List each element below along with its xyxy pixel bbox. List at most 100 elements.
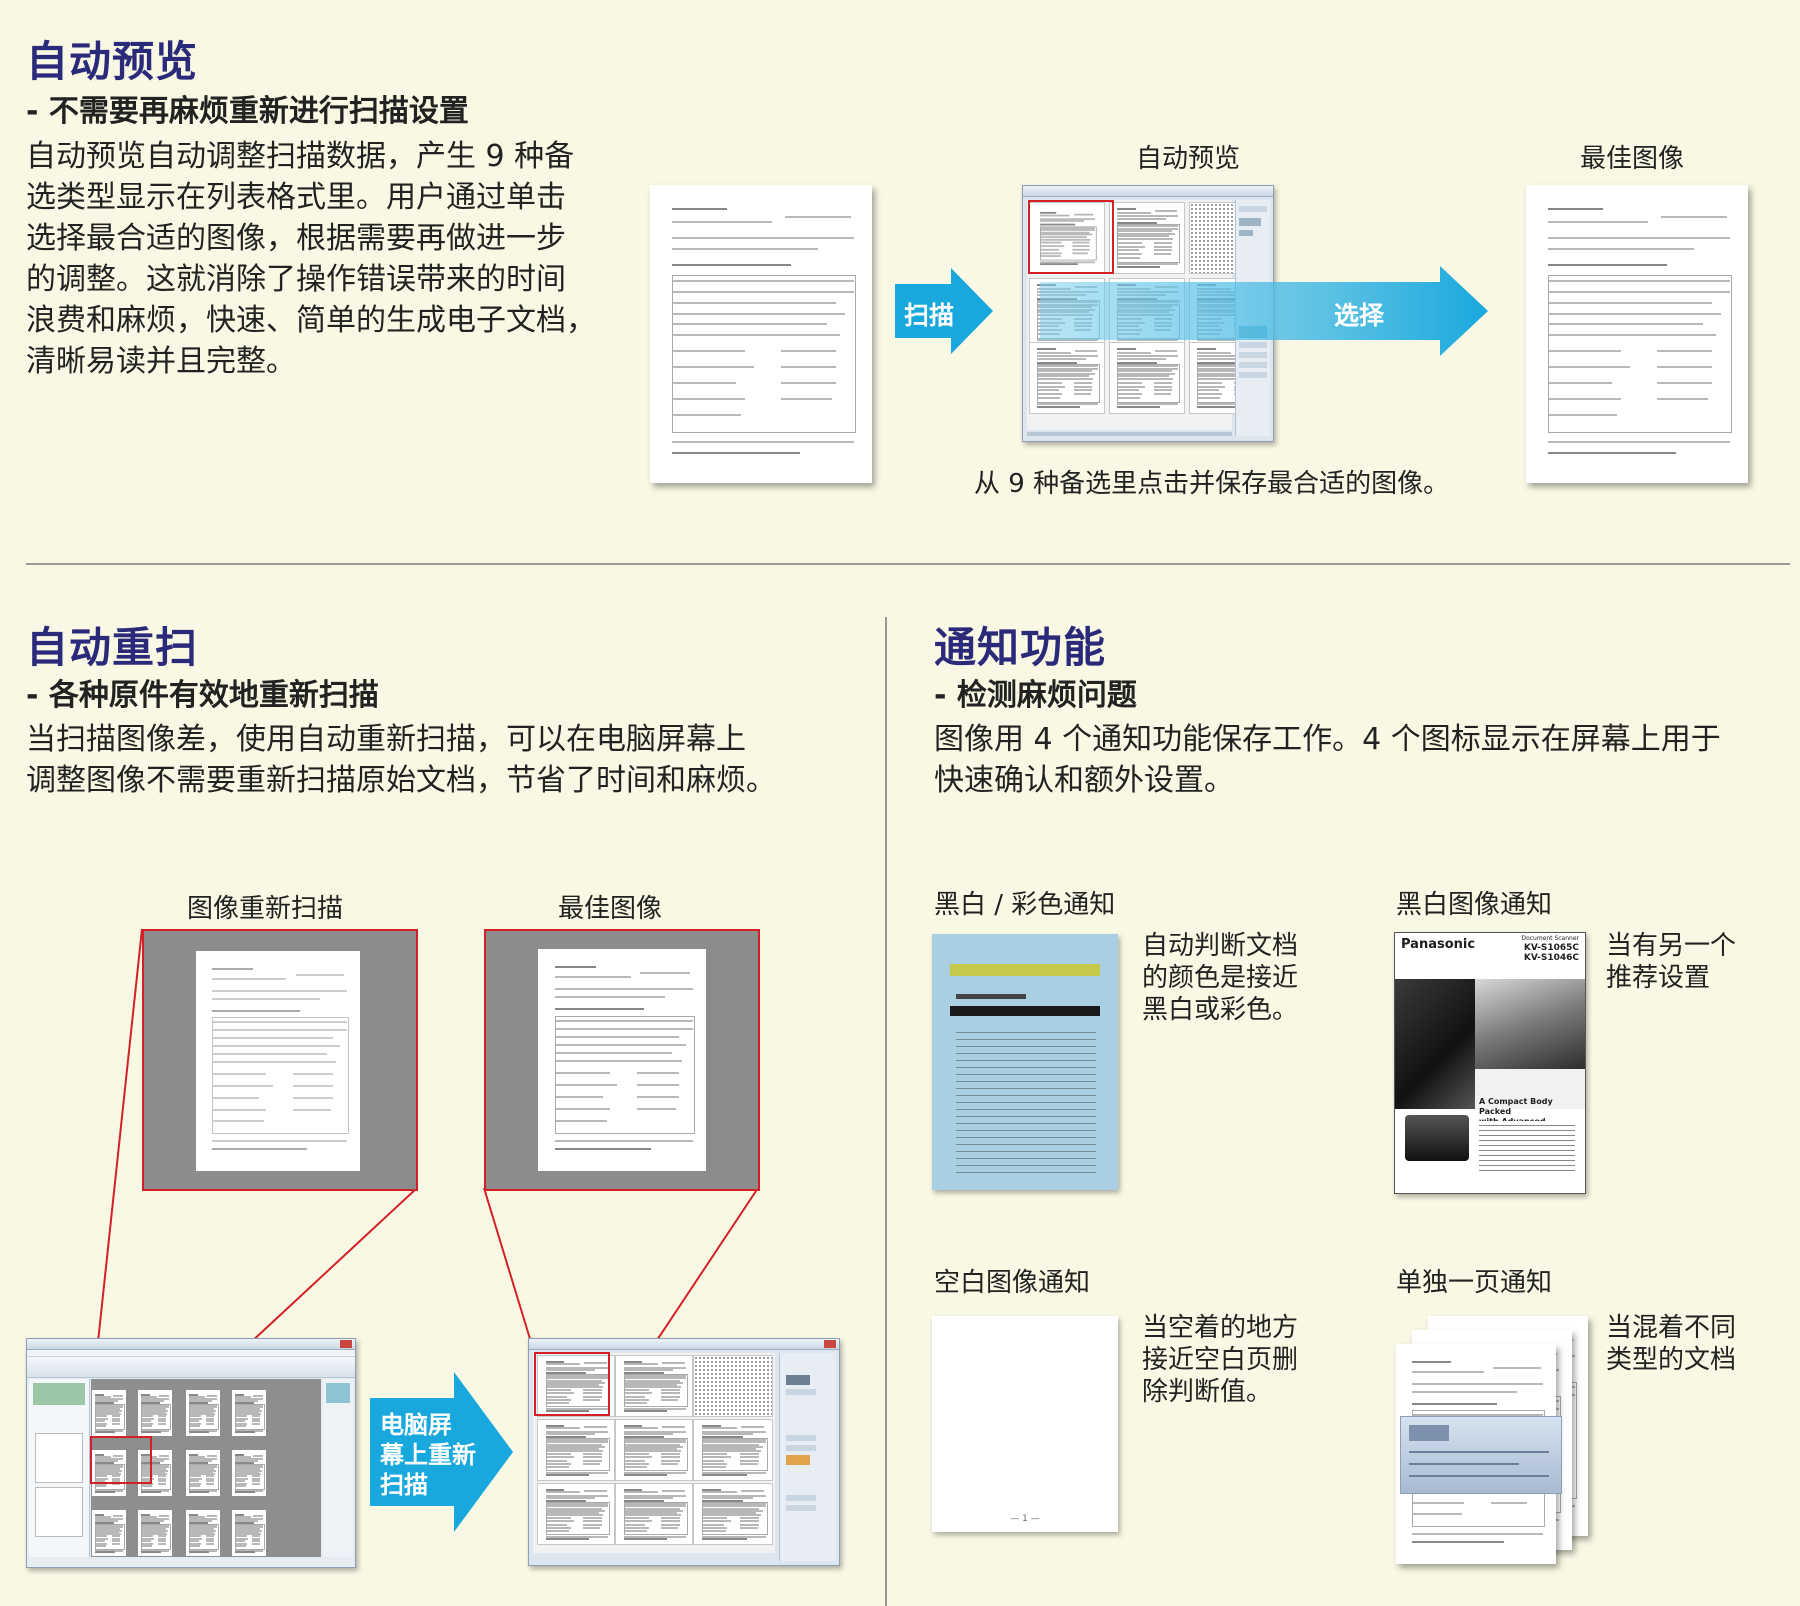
preview-subtitle: - 不需要再麻烦重新进行扫描设置 (26, 94, 469, 129)
document-text-line (235, 1393, 244, 1396)
scanned-page-thumbnail[interactable] (232, 1510, 266, 1556)
document-text-line (235, 1453, 244, 1456)
rescan-preview-cell[interactable] (615, 1483, 693, 1545)
rescan-preview-cell[interactable] (537, 1355, 615, 1417)
rescan-preview-cell[interactable] (693, 1355, 773, 1417)
document-text-line (141, 1540, 152, 1543)
scanned-page-thumbnail[interactable] (138, 1390, 172, 1436)
document-text-line (1197, 351, 1231, 354)
document-text-line (112, 1394, 123, 1397)
notify-title: 通知功能 (934, 623, 1107, 672)
preview-body-line: 选类型显示在列表格式里。用户通过单击 (26, 180, 566, 215)
document-text-line (1040, 251, 1063, 254)
document-text-line (235, 1429, 264, 1432)
rescan-preview-cell[interactable] (615, 1419, 693, 1481)
document-text-line (295, 973, 345, 976)
document-text-line (212, 967, 253, 970)
document-text-line (1197, 367, 1259, 370)
scanned-page-thumbnail[interactable] (138, 1450, 172, 1496)
document-text-line (623, 1375, 686, 1378)
notify-desc-color: 自动判断文档 的颜色是接近 黑白或彩色。 (1142, 930, 1298, 1026)
rescan-preview-cell[interactable] (693, 1419, 773, 1481)
document-text-line (623, 1360, 643, 1363)
document-text-line (554, 1036, 679, 1039)
document-text-line (212, 989, 347, 992)
document-text-line (95, 1453, 104, 1456)
document-text-line (141, 1429, 170, 1432)
document-text-line (637, 1095, 679, 1098)
document-text-line (545, 1381, 605, 1384)
rescan-preview-cell[interactable] (537, 1419, 615, 1481)
rescan-preview-cell[interactable] (693, 1483, 773, 1545)
document-text-line (1037, 378, 1094, 380)
preview-cell[interactable] (1029, 342, 1105, 414)
document-text-line (1037, 348, 1056, 351)
mixed-documents-stack (1394, 1316, 1594, 1566)
document-text-line (95, 1522, 114, 1525)
menu-bar[interactable] (27, 1350, 355, 1357)
document-text-line (623, 1383, 677, 1386)
best-image-thumbnail (1526, 185, 1748, 483)
document-text-line (95, 1549, 124, 1552)
document-text-line (158, 1417, 167, 1420)
document-text-line (112, 1417, 121, 1420)
preview-cell[interactable] (1109, 202, 1185, 274)
document-text-line (623, 1379, 680, 1382)
document-text-line (781, 350, 837, 353)
preview-cell[interactable] (1109, 342, 1185, 414)
document-text-line (545, 1383, 599, 1386)
scanned-page-thumbnail[interactable] (92, 1390, 126, 1436)
document-text-line (1197, 403, 1259, 406)
document-text-line (235, 1395, 251, 1398)
document-text-line (1197, 361, 1237, 364)
document-text-line (1037, 405, 1080, 408)
scanned-page-thumbnail[interactable] (186, 1390, 220, 1436)
document-text-line (141, 1469, 168, 1472)
document-text-line (1117, 253, 1142, 256)
rescan-preview-cell[interactable] (615, 1355, 693, 1417)
document-text-line (1040, 219, 1085, 222)
document-text-line (701, 1526, 728, 1529)
document-text-line (740, 1453, 760, 1456)
scanned-page-thumbnail[interactable] (92, 1450, 126, 1496)
document-text-line (1412, 1382, 1544, 1385)
document-text-line (1117, 375, 1169, 378)
document-text-line (1117, 215, 1179, 218)
document-text-line (189, 1415, 201, 1418)
scanned-page-thumbnail[interactable] (186, 1510, 220, 1556)
document-text-line (545, 1368, 596, 1371)
document-text-line (582, 1453, 602, 1456)
scanned-page-thumbnail[interactable] (92, 1510, 126, 1556)
document-text-line (1657, 382, 1713, 385)
document-text-line (1037, 381, 1062, 384)
document-text-line (235, 1545, 246, 1548)
scanned-page-thumbnail[interactable] (138, 1510, 172, 1556)
document-text-line (545, 1509, 605, 1512)
document-text-line (623, 1523, 646, 1526)
document-text-line (95, 1513, 104, 1516)
document-text-line (235, 1469, 262, 1472)
document-text-line (1037, 351, 1071, 354)
document-text-line (740, 1526, 759, 1529)
document-text-line (1412, 1533, 1544, 1536)
scanned-page-thumbnail[interactable] (232, 1390, 266, 1436)
rescan-preview-cell[interactable] (537, 1483, 615, 1545)
document-text-line (1412, 1414, 1544, 1417)
scanned-page-thumbnail[interactable] (232, 1450, 266, 1496)
document-text-line (112, 1475, 121, 1478)
scanned-page-thumbnail[interactable] (186, 1450, 220, 1496)
document-text-line (235, 1406, 264, 1409)
document-text-line (1657, 350, 1713, 353)
document-text-line (141, 1459, 164, 1462)
document-text-line (189, 1458, 218, 1461)
document-text-line (1040, 244, 1066, 247)
document-table-box (95, 1523, 126, 1550)
document-text-line (141, 1485, 152, 1488)
toolbar[interactable] (27, 1357, 355, 1378)
preview-cell[interactable] (1029, 202, 1105, 274)
document-text-line (701, 1471, 766, 1474)
document-text-line (95, 1399, 118, 1402)
document-text-line (95, 1468, 121, 1471)
document-text-line (701, 1520, 731, 1523)
document-text-line (660, 1462, 679, 1465)
